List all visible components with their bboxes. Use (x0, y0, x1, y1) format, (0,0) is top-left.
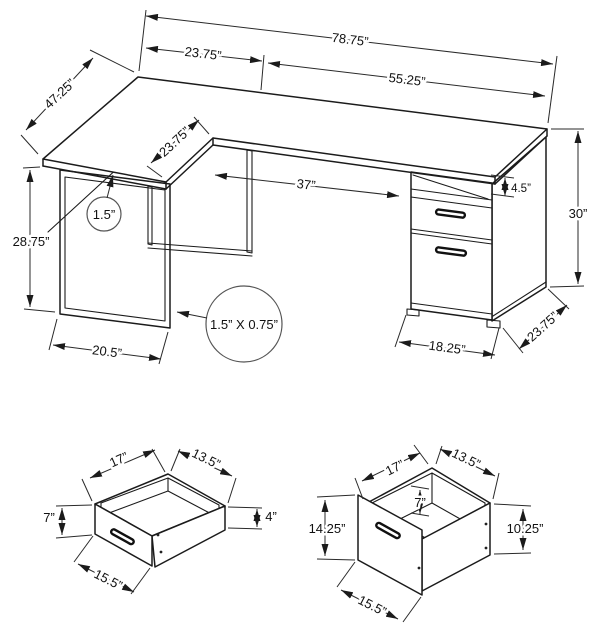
dim-return-depth: 47.25” (41, 76, 78, 112)
dim-ld-front-height: 14.25” (309, 521, 346, 536)
large-drawer-front (357, 494, 423, 596)
frame-tube-callout (205, 285, 283, 363)
dim-overall-height: 30” (569, 206, 588, 221)
left-leg-frame (59, 169, 171, 329)
dim-overall-width: 78.75” (331, 30, 369, 49)
dim-sd-top-depth: 13.5” (190, 445, 223, 471)
large-drawer-handle (375, 521, 401, 540)
dim-sd-front-height: 7” (43, 510, 55, 525)
small-drawer-side (151, 505, 226, 568)
dim-ld-top-width: 17” (383, 457, 406, 479)
dim-sd-front-width: 15.5” (92, 566, 125, 593)
cabinet-foot-left (406, 308, 420, 317)
dim-cabinet-width: 18.25” (428, 338, 467, 358)
top-thickness-callout (86, 196, 122, 232)
dim-knee-space: 37” (296, 176, 316, 193)
cabinet-foot-right (486, 319, 501, 329)
small-drawer-handle (109, 528, 135, 546)
dim-ld-front-width: 15.5” (356, 592, 389, 619)
small-drawer-drawing: 17” 13.5” 7” 4” 15.5” (43, 443, 277, 596)
shelf-back-edge (412, 174, 489, 200)
dim-leg-frame-width: 20.5” (91, 342, 122, 361)
desk-top (42, 76, 548, 190)
dim-main-top-width: 55.25” (388, 70, 426, 89)
dim-return-top-width: 23.75” (184, 44, 222, 63)
dim-left-frame-height: 28.75” (13, 234, 50, 249)
drawer-handle-top (434, 208, 467, 219)
large-drawer-drawing: 17” 13.5” 7” 14.25” 10.25” 15.5” (306, 443, 546, 623)
dim-shelf-height: 4.5” (511, 183, 531, 195)
drawer-handle-bottom (434, 246, 468, 257)
desk-drawing: 78.75” 23.75” 55.25” 47.25” 23.75” 37” (10, 9, 590, 365)
dim-frame-tube-size: 1.5” X 0.75” (210, 317, 278, 332)
dim-desk-depth: 23.75” (524, 309, 561, 345)
dim-ld-inner-depth: 7” (414, 495, 426, 510)
dim-ld-side-height: 10.25” (507, 521, 544, 536)
dim-sd-top-width: 17” (107, 449, 130, 470)
dim-ld-top-depth: 13.5” (450, 445, 483, 471)
dim-top-thickness: 1.5” (93, 207, 115, 222)
dim-sd-side-height: 4” (265, 509, 277, 524)
